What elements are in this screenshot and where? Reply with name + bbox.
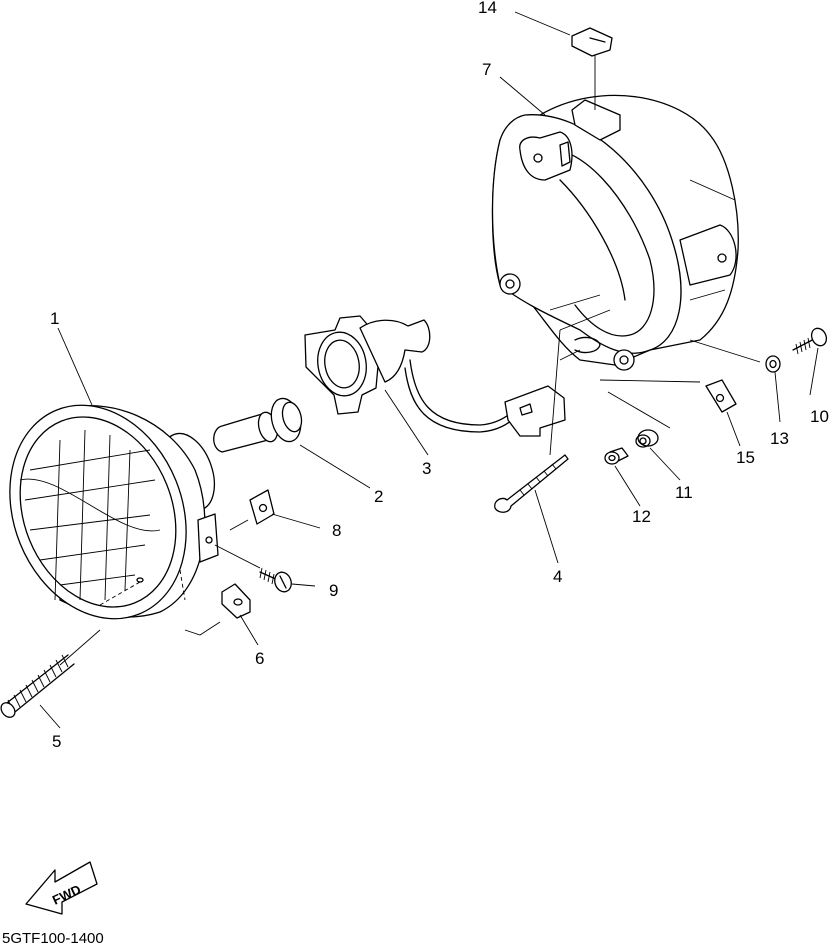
- callout-3: 3: [422, 459, 431, 478]
- headlight-unit: [9, 404, 219, 620]
- callout-12: 12: [632, 507, 651, 526]
- washer-13: [765, 355, 781, 373]
- screw-9: [259, 567, 292, 593]
- adjusting-spring: [0, 654, 75, 718]
- long-screw: [494, 454, 569, 513]
- callout-2: 2: [374, 487, 383, 506]
- callout-8: 8: [332, 521, 341, 540]
- callout-10: 10: [810, 407, 829, 426]
- callout-7: 7: [482, 60, 491, 79]
- fwd-arrow: FWD: [25, 861, 98, 915]
- nut: [221, 583, 251, 619]
- callout-11: 11: [675, 483, 693, 502]
- callout-5: 5: [52, 732, 61, 751]
- callout-15: 15: [736, 448, 755, 467]
- screw-10: [792, 327, 828, 355]
- callout-6: 6: [255, 649, 264, 668]
- callout-4: 4: [553, 567, 562, 586]
- bulb: [213, 397, 303, 453]
- clip-8: [249, 489, 275, 525]
- callout-labels: 1 2 3 4 5 6 7 8 9 10 11 12 13 14 15: [50, 0, 829, 751]
- grommet-11: [635, 429, 659, 448]
- bulb-socket-harness: [304, 315, 566, 437]
- headlight-case: [491, 94, 739, 371]
- collar-12: [604, 447, 629, 465]
- cap-14: [571, 27, 613, 57]
- callout-1: 1: [50, 309, 59, 328]
- callout-9: 9: [329, 581, 338, 600]
- leader-lines: [39, 11, 819, 729]
- clip-15: [705, 379, 737, 413]
- diagram-code: 5GTF100-1400: [2, 930, 104, 946]
- callout-13: 13: [770, 429, 789, 448]
- callout-14: 14: [478, 0, 497, 17]
